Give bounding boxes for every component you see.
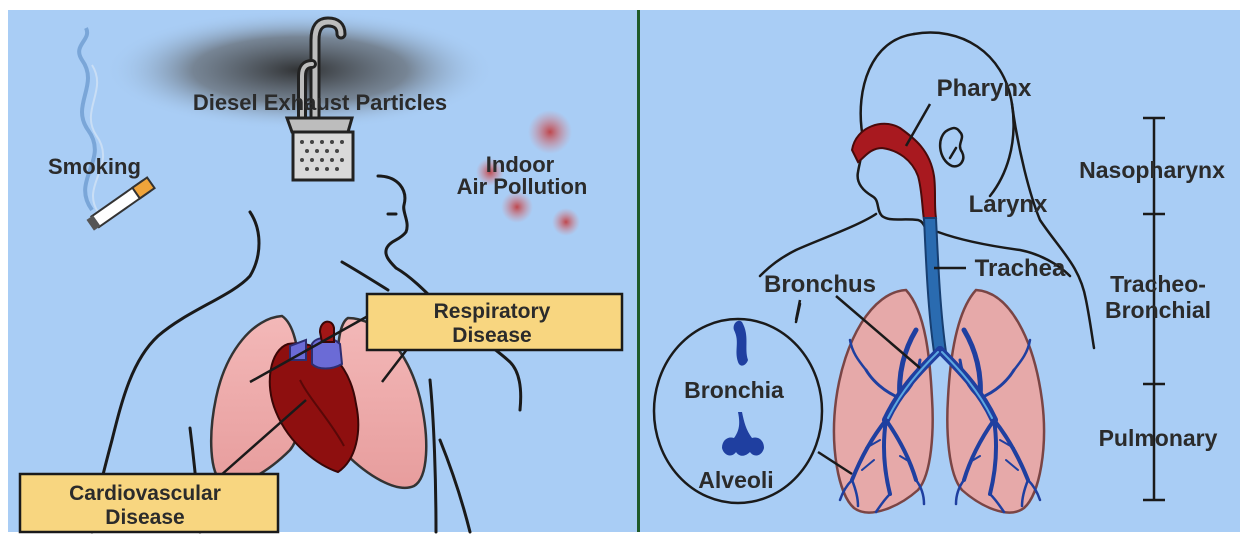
indoor-air-pollution-label-line2: Air Pollution xyxy=(457,174,588,199)
respiratory-disease-label-line1: Respiratory xyxy=(434,300,551,323)
pulmonary-label: Pulmonary xyxy=(1099,425,1218,451)
smoking-label: Smoking xyxy=(48,154,141,179)
pharynx-label: Pharynx xyxy=(937,75,1032,102)
diesel-exhaust-label: Diesel Exhaust Particles xyxy=(193,90,447,115)
respiratory-disease-label-line2: Disease xyxy=(452,324,531,347)
nasopharynx-label: Nasopharynx xyxy=(1079,157,1225,183)
left-panel: Diesel Exhaust Particles Smoking Indoor … xyxy=(8,10,638,532)
bronchus-label: Bronchus xyxy=(764,271,876,298)
cardiovascular-disease-label-line1: Cardiovascular xyxy=(69,482,221,505)
cardiovascular-disease-label-line2: Disease xyxy=(105,506,184,529)
tracheobronchial-label-line2: Bronchial xyxy=(1105,297,1211,323)
trachea-label: Trachea xyxy=(975,255,1066,282)
larynx-label: Larynx xyxy=(969,191,1048,218)
respiratory-disease-box: Respiratory Disease xyxy=(367,294,622,350)
tracheobronchial-label-line1: Tracheo- xyxy=(1110,271,1206,297)
cardiovascular-disease-box: Cardiovascular Disease xyxy=(20,474,278,532)
bronchia-label: Bronchia xyxy=(684,377,784,403)
alveoli-label: Alveoli xyxy=(698,467,773,493)
panel-divider xyxy=(637,10,640,532)
right-panel: Pharynx Larynx Trachea Bronchus Bronchia… xyxy=(640,10,1240,532)
